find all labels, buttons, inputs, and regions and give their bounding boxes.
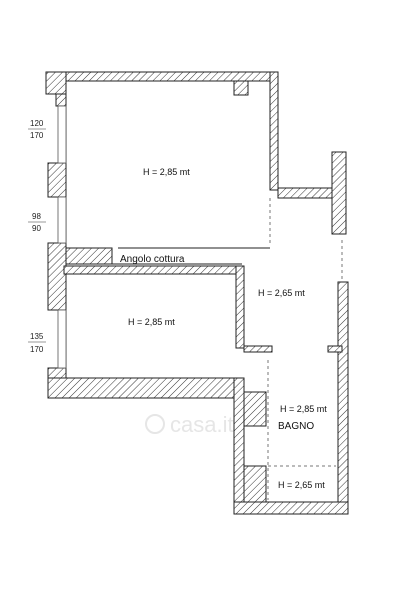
room-top-height: H = 2,85 mt: [143, 167, 190, 177]
wall-corner-top-left: [45, 71, 67, 95]
window-dimensions: 120 170 98 90 135 170: [28, 119, 46, 354]
window-3-width: 170: [30, 345, 44, 354]
wall-interior-vertical: [235, 265, 245, 349]
pillar-top-right: [233, 80, 249, 96]
window-2-height: 98: [32, 212, 41, 221]
dashed-lines: [267, 198, 343, 500]
window-3-height: 135: [30, 332, 44, 341]
wall-bath-top-right: [327, 345, 343, 353]
bath-fixture-2: [243, 465, 267, 503]
kitchen-counter: [65, 247, 113, 265]
corridor-height: H = 2,65 mt: [258, 288, 305, 298]
wall-top: [45, 71, 279, 82]
bath-fixture-1: [243, 391, 267, 427]
wall-right-top: [269, 71, 279, 191]
window-2-width: 90: [32, 224, 41, 233]
window-1-width: 170: [30, 131, 44, 140]
watermark: casa.it: [145, 412, 234, 437]
wall-bottom-left: [47, 377, 235, 399]
kitchen-label: Angolo cottura: [120, 254, 185, 265]
walls: [45, 71, 349, 515]
wall-right-column: [331, 151, 347, 235]
wall-bottom-right: [233, 501, 349, 515]
bath-height: H = 2,85 mt: [280, 404, 327, 414]
watermark-text: casa.it: [170, 412, 234, 437]
window-1-height: 120: [30, 119, 44, 128]
window-markers: [57, 105, 67, 369]
wall-bath-left: [233, 377, 245, 515]
bath-lower-height: H = 2,65 mt: [278, 480, 325, 490]
wall-left-3: [47, 242, 67, 311]
bath-name: BAGNO: [278, 421, 314, 432]
room-labels: H = 2,85 mt Angolo cottura H = 2,65 mt H…: [120, 167, 327, 490]
wall-right-lower: [337, 281, 349, 515]
wall-left-1: [55, 93, 67, 107]
wall-right-stub: [277, 187, 333, 199]
wall-bath-top-left: [243, 345, 273, 353]
wall-left-2: [47, 162, 67, 198]
room-middle-height: H = 2,85 mt: [128, 317, 175, 327]
wall-interior-middle: [63, 265, 243, 275]
